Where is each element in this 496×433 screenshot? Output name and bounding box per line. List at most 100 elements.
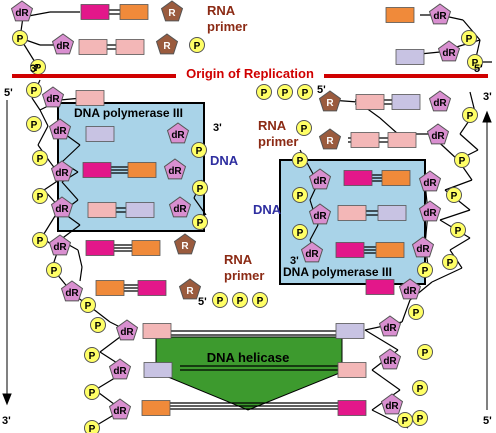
base-cyt	[137, 280, 167, 296]
phosphate-label: P	[237, 296, 244, 307]
deoxyribose-label: dR	[173, 204, 187, 215]
phosphate-label: P	[257, 296, 264, 307]
deoxyribose	[108, 358, 132, 380]
bond-line	[462, 19, 481, 41]
deoxyribose-label: dR	[423, 208, 437, 219]
bond-line	[431, 267, 463, 283]
rna-primer-label-low-line2: primer	[224, 268, 264, 283]
base-thy	[125, 202, 155, 218]
deoxyribose	[308, 168, 332, 190]
deoxyribose	[108, 398, 132, 420]
deoxyribose	[426, 123, 450, 145]
deoxyribose	[10, 0, 34, 22]
phosphate-label: P	[31, 86, 38, 97]
phosphate-label: P	[417, 414, 424, 425]
bond-line	[449, 237, 471, 251]
base-gua	[141, 400, 171, 416]
ribose	[155, 33, 179, 55]
phosphate	[212, 292, 228, 308]
phosphate	[417, 344, 433, 360]
deoxyribose-label: dR	[65, 288, 79, 299]
deoxyribose	[163, 158, 187, 180]
phosphate-label: P	[402, 416, 409, 427]
bond-line	[193, 197, 207, 216]
base-ade	[355, 94, 385, 110]
bond-line	[379, 117, 399, 135]
phosphate-label: P	[297, 191, 304, 202]
base-cyt	[365, 279, 395, 295]
deoxyribose-label: dR	[416, 244, 430, 255]
deoxyribose	[41, 86, 65, 108]
deoxyribose	[428, 90, 452, 112]
phosphate-label: P	[282, 88, 289, 99]
deoxyribose-label: dR	[171, 130, 185, 141]
dna-helicase-label: DNA helicase	[207, 350, 290, 365]
deoxyribose	[428, 3, 452, 25]
base-ura	[115, 39, 145, 55]
base-gua	[385, 7, 415, 23]
dna-label-right: DNA	[253, 202, 282, 217]
phosphate-label: P	[422, 266, 429, 277]
phosphate-label: P	[455, 226, 462, 237]
deoxyribose	[300, 241, 324, 263]
base-ade	[142, 323, 172, 339]
deoxyribose-label: dR	[305, 249, 319, 260]
phosphate-label: P	[413, 308, 420, 319]
deoxyribose	[48, 118, 72, 140]
bond-line	[31, 97, 41, 111]
deoxyribose	[398, 278, 422, 300]
end-label: 5'	[198, 296, 207, 308]
phosphate-label: P	[467, 111, 474, 122]
phosphate	[412, 410, 428, 426]
ribose-label: R	[181, 241, 189, 252]
phosphate	[292, 152, 308, 168]
phosphate	[446, 187, 462, 203]
ribose-label: R	[326, 136, 334, 147]
phosphate	[461, 30, 477, 46]
ribose	[173, 233, 197, 255]
phosphate	[32, 188, 48, 204]
deoxyribose	[48, 234, 72, 256]
phosphate	[80, 297, 96, 313]
bond-line	[61, 144, 81, 163]
phosphate-label: P	[197, 218, 204, 229]
phosphate-label: P	[89, 424, 96, 433]
left-arrowhead	[2, 393, 12, 406]
base-ade	[337, 362, 367, 378]
deoxyribose	[411, 236, 435, 258]
bond-line	[39, 109, 49, 127]
bond-line	[459, 133, 479, 151]
phosphate-label: P	[451, 191, 458, 202]
ribose	[178, 278, 202, 300]
base-gua	[119, 4, 149, 20]
origin-label-bg	[176, 66, 324, 81]
end-label: 3'	[213, 122, 222, 134]
phosphate	[84, 384, 100, 400]
bond-line	[401, 299, 411, 323]
base-gua	[127, 162, 157, 178]
base-thy	[395, 49, 425, 65]
phosphate	[46, 262, 62, 278]
end-label: 3'	[483, 91, 492, 103]
phosphate-label: P	[447, 258, 454, 269]
deoxyribose-label: dR	[383, 356, 397, 367]
base-ade	[75, 90, 105, 106]
deoxyribose-label: dR	[433, 98, 447, 109]
deoxyribose	[380, 393, 404, 415]
base-thy	[391, 94, 421, 110]
deoxyribose	[378, 315, 402, 337]
deoxyribose-label: dR	[113, 366, 127, 377]
deoxyribose-label: dR	[15, 8, 29, 19]
bond-line	[444, 179, 473, 191]
phosphate	[252, 292, 268, 308]
rna-primer-label-top-line2: primer	[207, 19, 247, 34]
base-ura	[350, 132, 380, 148]
bond-line	[79, 266, 83, 282]
phosphate-label: P	[297, 228, 304, 239]
phosphate-label: P	[89, 351, 96, 362]
end-label: 5'	[4, 87, 13, 99]
deoxyribose-label: dR	[168, 166, 182, 177]
bond-line	[37, 125, 49, 146]
end-label: 5'	[317, 84, 326, 96]
deoxyribose	[308, 203, 332, 225]
